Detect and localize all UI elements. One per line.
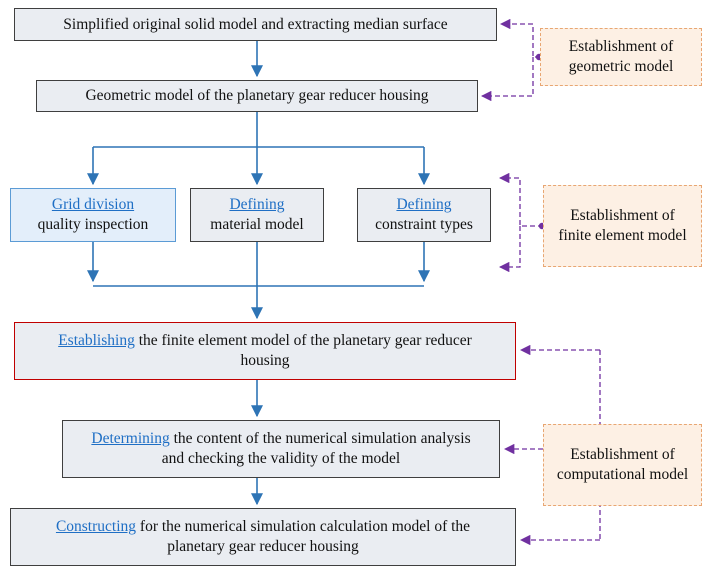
node-material-model-rest: material model: [210, 216, 304, 233]
node-grid-division: Grid division quality inspection: [10, 188, 176, 242]
node-grid-division-link: Grid division: [51, 196, 135, 214]
node-constraint-types-link: Defining: [396, 196, 452, 214]
node-constraint-types: Defining constraint types: [357, 188, 491, 242]
node-determining-content-link: Determining: [91, 430, 170, 448]
node-determining-content-rest: the content of the numerical simulation …: [161, 430, 471, 467]
node-material-model-link: Defining: [229, 196, 285, 214]
annotation-finite-element-model-text: Establishment of finite element model: [558, 206, 687, 244]
node-geometric-model: Geometric model of the planetary gear re…: [36, 80, 478, 112]
node-simplified-model: Simplified original solid model and extr…: [14, 8, 497, 41]
node-constructing-model-rest: for the numerical simulation calculation…: [136, 518, 471, 555]
node-material-model: Defining material model: [190, 188, 324, 242]
annotation-geometric-model: Establishment of geometric model: [540, 28, 702, 86]
annotation-computational-model: Establishment of computational model: [543, 424, 702, 506]
node-constructing-model: Constructing for the numerical simulatio…: [10, 508, 516, 566]
node-simplified-model-text: Simplified original solid model and extr…: [63, 15, 448, 33]
node-constraint-types-rest: constraint types: [375, 216, 473, 233]
node-establishing-fem: Establishing the finite element model of…: [14, 322, 516, 380]
node-grid-division-rest: quality inspection: [37, 216, 149, 233]
node-constructing-model-link: Constructing: [55, 518, 137, 536]
node-establishing-fem-rest: the finite element model of the planetar…: [134, 332, 472, 369]
annotation-computational-model-text: Establishment of computational model: [556, 445, 689, 483]
annotation-geometric-model-text: Establishment of geometric model: [568, 37, 674, 75]
node-geometric-model-text: Geometric model of the planetary gear re…: [85, 87, 429, 105]
node-establishing-fem-link: Establishing: [58, 332, 135, 350]
node-determining-content: Determining the content of the numerical…: [62, 420, 500, 478]
annotation-finite-element-model: Establishment of finite element model: [543, 185, 702, 267]
